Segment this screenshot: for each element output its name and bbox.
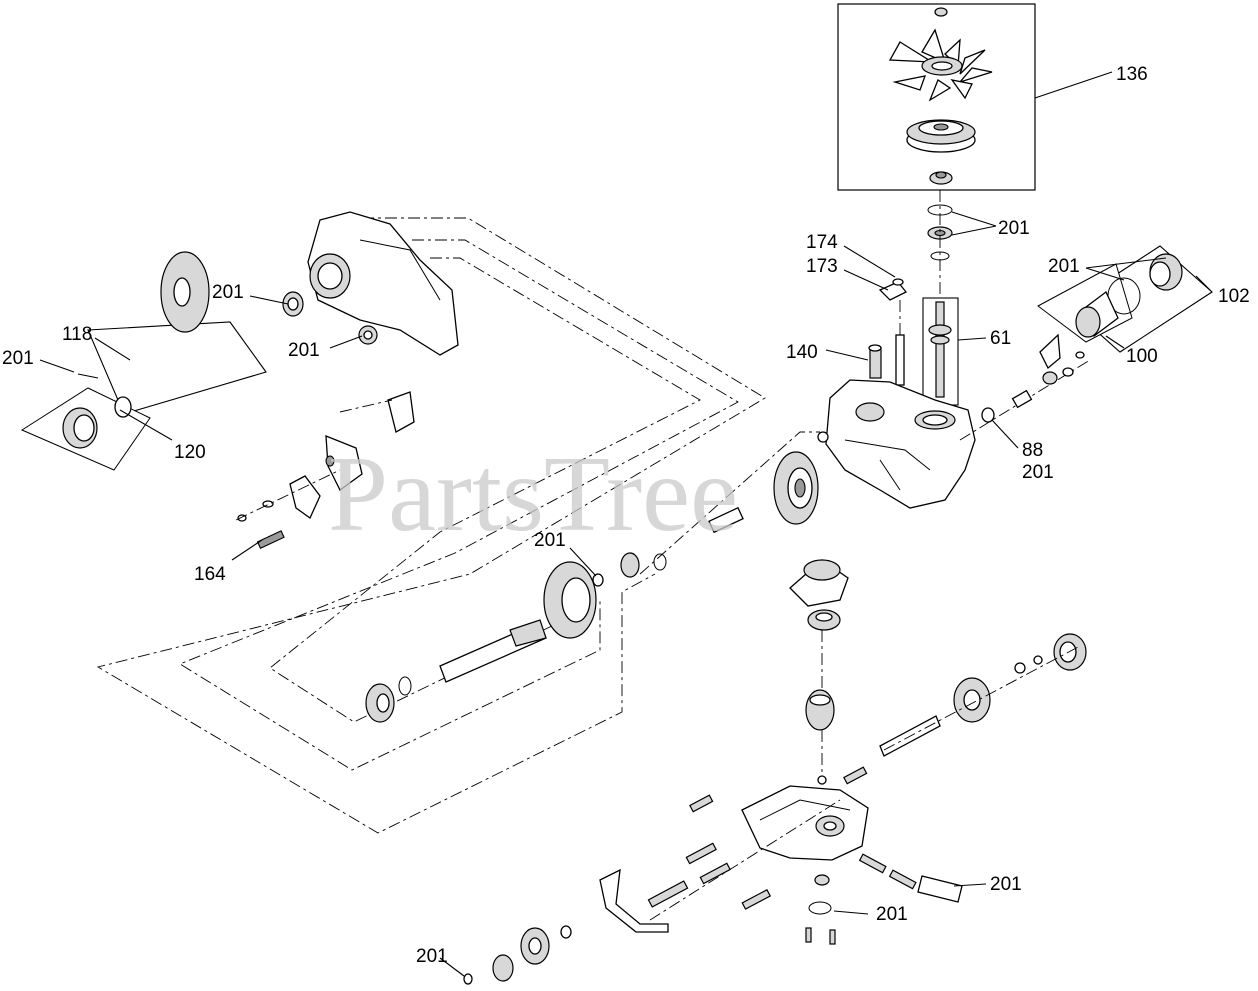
- callout-140: 140: [786, 342, 818, 363]
- callout-201-hub: 201: [2, 348, 34, 369]
- callout-201-gasket: 201: [990, 874, 1022, 895]
- oil-tube-part: [599, 868, 669, 933]
- pulley-part: [906, 119, 976, 153]
- callout-120: 120: [174, 442, 206, 463]
- assembly-outline-left: [96, 217, 820, 834]
- input-shaft-stack: [922, 190, 959, 406]
- callout-201-housing-2: 201: [288, 340, 320, 361]
- input-shaft-part: [935, 301, 945, 398]
- callout-88: 88: [1022, 440, 1043, 461]
- callout-201-shaft: 201: [534, 530, 566, 551]
- o-ring-part: [592, 573, 604, 587]
- callout-201-seal: 201: [1022, 462, 1054, 483]
- spring-part: [256, 530, 285, 549]
- watermark-text: PartsTree: [328, 435, 738, 554]
- gasket-part: [917, 875, 963, 903]
- callout-201-top: 201: [998, 218, 1030, 239]
- center-gears: [592, 431, 849, 690]
- callout-201-oring: 201: [876, 904, 908, 925]
- callout-102: 102: [1218, 286, 1250, 307]
- filter-kit: [1037, 245, 1213, 353]
- upper-housing-left: [282, 211, 459, 356]
- pin-part: [892, 278, 904, 286]
- seal-part: [981, 407, 995, 423]
- upper-housing-right: [825, 379, 995, 509]
- hub-kit: [20, 251, 267, 471]
- callout-labels: 136 201 174 173 201 102 61 140 100 88 20…: [2, 64, 1250, 967]
- leader-lines: [39, 71, 1213, 977]
- callout-118: 118: [62, 324, 92, 345]
- bearing-part-2: [620, 552, 640, 578]
- kit-136-box: [837, 3, 1036, 191]
- callout-201-housing-1: 201: [212, 282, 244, 303]
- callout-174: 174: [806, 232, 838, 253]
- bottom-oring-part: [808, 901, 832, 915]
- pulley-hub-part: [929, 171, 953, 185]
- filter-part: [1075, 306, 1101, 338]
- callout-136: 136: [1116, 64, 1148, 85]
- callout-201-bottom: 201: [416, 946, 448, 967]
- fitting-part: [869, 347, 882, 379]
- bearing-part-3: [114, 396, 132, 418]
- lower-housing: [741, 633, 1087, 945]
- callout-173: 173: [806, 256, 838, 277]
- bracket-and-fittings: [868, 278, 908, 400]
- axle-shaft-assembly: [365, 561, 597, 723]
- callout-61: 61: [990, 328, 1011, 349]
- control-linkage-right: [959, 333, 1091, 441]
- hub-kit-box: [87, 321, 267, 415]
- lower-left-hardware: [463, 766, 917, 985]
- callout-201-filter: 201: [1048, 256, 1080, 277]
- callout-164: 164: [194, 564, 226, 585]
- control-linkage-left: [235, 391, 415, 549]
- pinion-gear-part: [492, 954, 514, 982]
- nut-part: [934, 7, 948, 17]
- bracket-part: [878, 281, 908, 301]
- callout-100: 100: [1126, 346, 1158, 367]
- cooling-fan-part: [888, 28, 993, 102]
